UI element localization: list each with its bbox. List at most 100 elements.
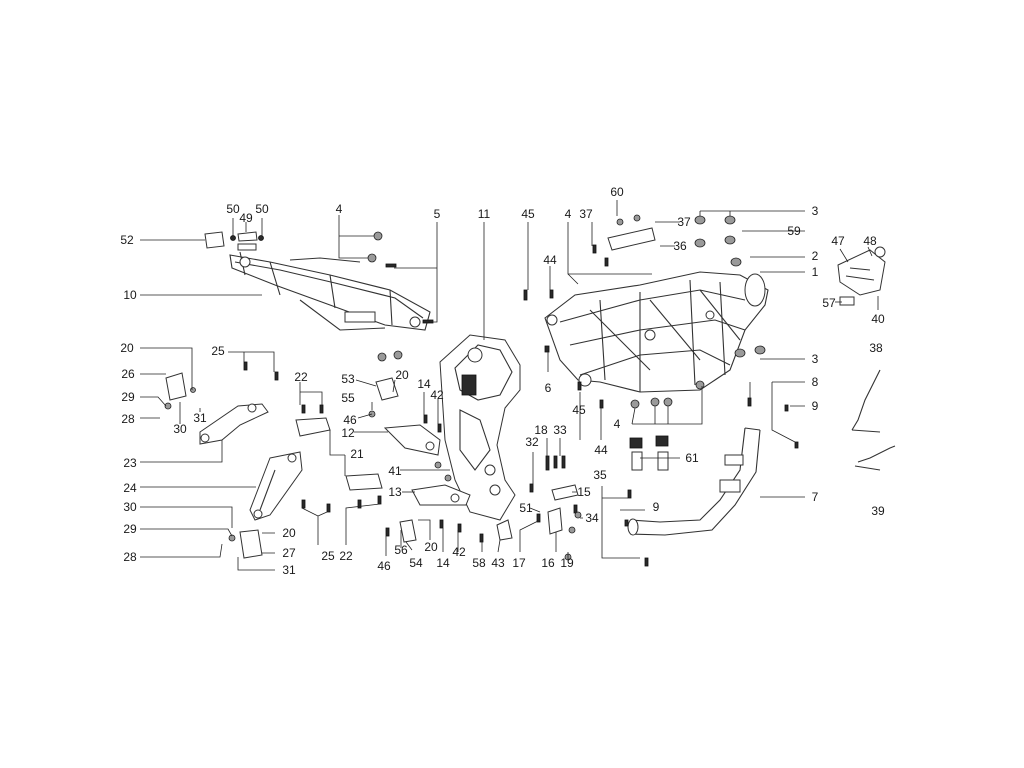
callout-19: 19 — [560, 556, 574, 570]
callout-54: 54 — [409, 556, 423, 570]
callout-3: 3 — [812, 352, 819, 366]
footrest-bracket-24 — [239, 451, 303, 559]
leader-lines — [140, 200, 879, 571]
callout-60: 60 — [610, 185, 624, 199]
bushings-3 — [694, 215, 766, 358]
callout-34: 34 — [585, 511, 599, 525]
callout-35: 35 — [593, 468, 607, 482]
callout-51: 51 — [519, 501, 533, 515]
callout-30: 30 — [173, 422, 187, 436]
callout-44: 44 — [594, 443, 608, 457]
callout-59: 59 — [787, 224, 801, 238]
stand-rods — [851, 369, 896, 471]
plate-21 — [295, 417, 383, 491]
bracket-12 — [383, 424, 441, 456]
callout-45: 45 — [521, 207, 535, 221]
callout-42: 42 — [430, 388, 444, 402]
callout-37: 37 — [677, 215, 691, 229]
callout-5: 5 — [434, 207, 441, 221]
callout-47: 47 — [831, 234, 845, 248]
callout-11: 11 — [478, 207, 491, 221]
plate-52 — [204, 231, 264, 251]
callout-29: 29 — [121, 390, 135, 404]
callout-9: 9 — [653, 500, 660, 514]
callout-28: 28 — [123, 550, 137, 564]
heel-guards — [375, 377, 417, 543]
callout-53: 53 — [341, 372, 355, 386]
main-frame — [544, 271, 769, 393]
callout-33: 33 — [553, 423, 567, 437]
callout-17: 17 — [512, 556, 526, 570]
callout-32: 32 — [525, 435, 539, 449]
central-frame-plate — [439, 334, 521, 521]
rear-subframe — [229, 251, 431, 331]
callout-41: 41 — [388, 464, 402, 478]
callout-24: 24 — [123, 481, 137, 495]
callout-12: 12 — [341, 426, 355, 440]
callout-56: 56 — [394, 543, 408, 557]
callout-20: 20 — [120, 341, 134, 355]
bracket-60-36 — [592, 214, 656, 267]
callout-58: 58 — [472, 556, 486, 570]
callout-30: 30 — [123, 500, 137, 514]
callout-16: 16 — [541, 556, 555, 570]
small-brackets — [496, 484, 579, 541]
callout-31: 31 — [282, 563, 296, 577]
callout-3: 3 — [812, 204, 819, 218]
callout-22: 22 — [339, 549, 353, 563]
callout-36: 36 — [673, 239, 687, 253]
callout-13: 13 — [388, 485, 402, 499]
callout-40: 40 — [871, 312, 885, 326]
callout-52: 52 — [120, 233, 134, 247]
callout-4: 4 — [614, 417, 621, 431]
stand-bracket — [837, 246, 886, 306]
bracket-13 — [411, 484, 471, 506]
callout-10: 10 — [123, 288, 137, 302]
tube-assembly-7 — [627, 427, 761, 536]
callout-46: 46 — [343, 413, 357, 427]
callout-61: 61 — [685, 451, 699, 465]
callout-15: 15 — [577, 485, 591, 499]
callout-49: 49 — [239, 211, 253, 225]
callout-31: 31 — [193, 411, 207, 425]
callout-23: 23 — [123, 456, 137, 470]
callout-20: 20 — [424, 540, 438, 554]
callout-4: 4 — [565, 207, 572, 221]
callout-57: 57 — [822, 296, 836, 310]
callout-55: 55 — [341, 391, 355, 405]
callout-37: 37 — [579, 207, 593, 221]
callout-20: 20 — [395, 368, 409, 382]
callout-50: 50 — [255, 202, 269, 216]
rubber-mounts-61 — [629, 435, 669, 471]
callout-1: 1 — [812, 265, 819, 279]
callout-44: 44 — [543, 253, 557, 267]
callout-29: 29 — [123, 522, 137, 536]
callout-27: 27 — [282, 546, 296, 560]
callout-8: 8 — [812, 375, 819, 389]
callout-43: 43 — [491, 556, 505, 570]
callout-42: 42 — [452, 545, 466, 559]
bolts-4-5 — [367, 231, 434, 324]
callout-39: 39 — [871, 504, 885, 518]
callout-20: 20 — [282, 526, 296, 540]
callout-6: 6 — [545, 381, 552, 395]
callout-46: 46 — [377, 559, 391, 573]
callout-21: 21 — [350, 447, 364, 461]
callout-25: 25 — [321, 549, 335, 563]
callout-26: 26 — [121, 367, 135, 381]
callout-4: 4 — [336, 202, 343, 216]
callout-28: 28 — [121, 412, 135, 426]
callout-14: 14 — [417, 377, 431, 391]
callout-25: 25 — [211, 344, 225, 358]
callout-50: 50 — [226, 202, 240, 216]
callout-18: 18 — [534, 423, 548, 437]
callout-7: 7 — [812, 490, 819, 504]
callout-48: 48 — [863, 234, 877, 248]
footrest-bracket-23 — [165, 372, 269, 445]
callout-38: 38 — [869, 341, 883, 355]
callout-45: 45 — [572, 403, 586, 417]
callout-2: 2 — [812, 249, 819, 263]
